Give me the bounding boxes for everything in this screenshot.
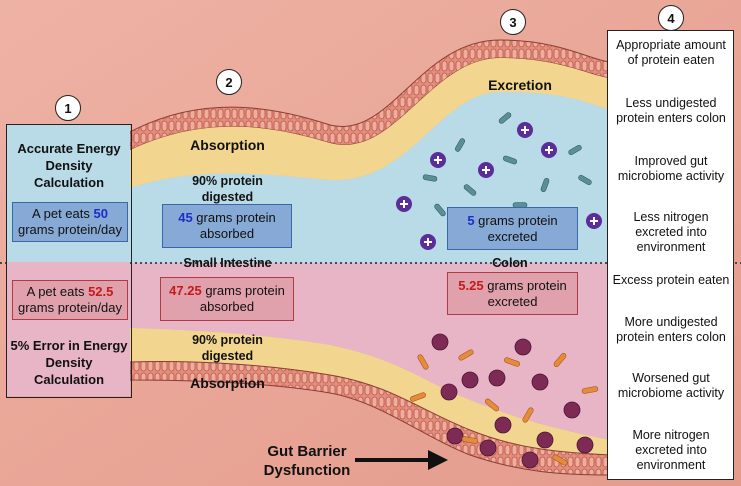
step-4-badge: 4 (658, 5, 684, 31)
pet-eats-healthy-box: A pet eats 50 grams protein/day (12, 202, 128, 242)
digested-top-label: 90% protein digested (192, 174, 263, 204)
absorbed-healthy-box: 45 grams protein absorbed (162, 204, 292, 248)
excretion-label: Excretion (488, 77, 552, 93)
outcome-healthy-4: Less nitrogen excreted into environment (633, 210, 709, 254)
excreted-healthy-box: 5 grams protein excreted (447, 207, 578, 250)
colon-label: Colon (492, 256, 528, 270)
outcome-error-2: More undigested protein enters colon (616, 315, 726, 344)
outcome-healthy-3: Improved gut microbiome activity (617, 154, 725, 183)
outcome-error-3: Worsened gut microbiome activity (617, 371, 725, 400)
outcome-error-1: Excess protein eaten (612, 273, 730, 287)
protein-value-healthy: 50 (93, 206, 108, 221)
outcome-healthy-1: Appropriate amount of protein eaten (616, 38, 726, 67)
absorption-top-label: Absorption (190, 137, 265, 153)
accurate-energy-title: Accurate Energy Density Calculation (17, 141, 121, 190)
small-intestine-label: Small Intestine (183, 256, 272, 270)
step-3-badge: 3 (500, 9, 526, 35)
absorption-bottom-label: Absorption (190, 375, 265, 391)
protein-value-error: 52.5 (88, 284, 114, 299)
error-energy-title: 5% Error in Energy Density Calculation (10, 338, 128, 387)
step-1-badge: 1 (55, 95, 81, 121)
pet-eats-error-box: A pet eats 52.5 grams protein/day (12, 280, 128, 320)
outcome-healthy-2: Less undigested protein enters colon (616, 96, 726, 125)
gut-barrier-arrow (355, 450, 448, 470)
excreted-error-box: 5.25 grams protein excreted (447, 272, 578, 315)
digested-bottom-label: 90% protein digested (192, 333, 263, 363)
outcome-error-4: More nitrogen excreted into environment (632, 428, 710, 472)
step-2-badge: 2 (216, 69, 242, 95)
right-panel (607, 30, 734, 480)
gut-barrier-label: Gut Barrier Dysfunction (263, 443, 351, 479)
absorbed-error-box: 47.25 grams protein absorbed (160, 277, 294, 321)
